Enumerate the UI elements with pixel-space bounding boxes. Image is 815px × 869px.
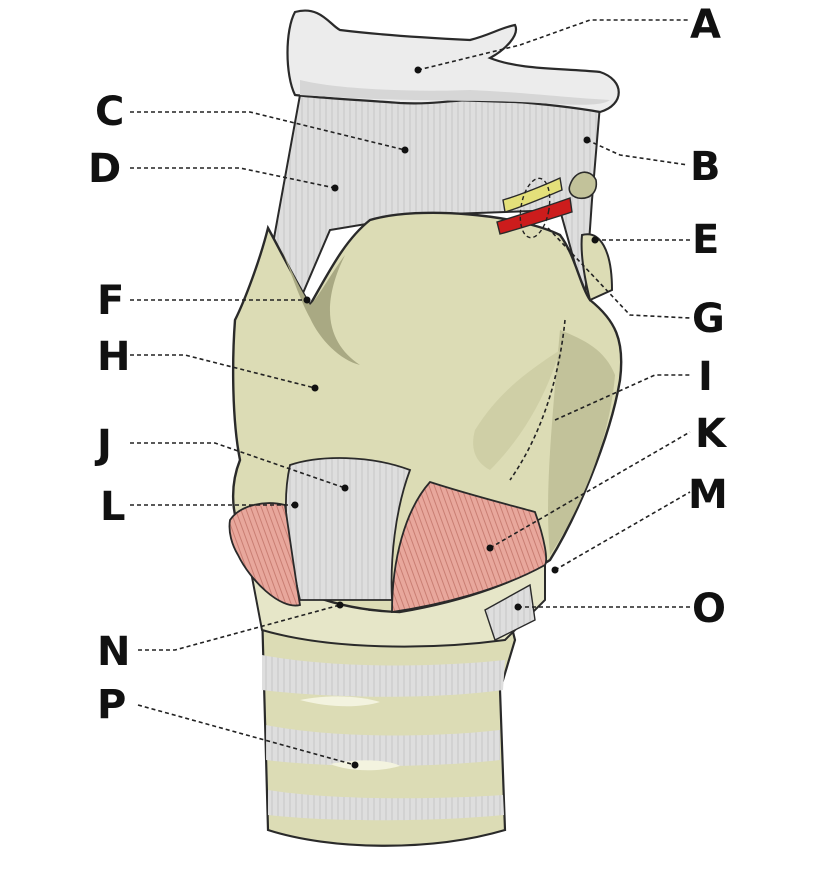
label-n: N bbox=[97, 629, 130, 675]
cricothyroid-ligament bbox=[285, 457, 412, 601]
thyroid-lateral-shade bbox=[548, 330, 615, 555]
lateral-cricothyroid-strip bbox=[484, 583, 536, 641]
label-m: M bbox=[688, 472, 728, 518]
cricothyroid-muscle-left bbox=[228, 502, 302, 607]
cricothyroid-muscle-right bbox=[391, 480, 548, 614]
trachea-ring-gap bbox=[268, 790, 504, 821]
hyoid-shade bbox=[300, 80, 610, 105]
label-a: A bbox=[690, 2, 721, 48]
label-f: F bbox=[97, 278, 124, 324]
trachea-ring-gap bbox=[262, 655, 505, 697]
trachea-ring-gap bbox=[266, 725, 500, 766]
thyroid-oblique-shade bbox=[473, 350, 560, 470]
label-p: P bbox=[97, 682, 126, 728]
label-d: D bbox=[88, 146, 121, 192]
label-e: E bbox=[692, 217, 719, 263]
label-h: H bbox=[97, 334, 130, 380]
cricoid-trachea bbox=[260, 598, 517, 847]
leader-lines bbox=[130, 19, 691, 766]
label-c: C bbox=[95, 89, 124, 135]
trachea-highlight bbox=[300, 696, 380, 707]
thyroid-notch-shade bbox=[278, 240, 360, 365]
label-i: I bbox=[698, 354, 713, 400]
label-j: J bbox=[94, 422, 112, 468]
label-l: L bbox=[100, 484, 126, 530]
label-k: K bbox=[695, 411, 728, 457]
triticeous-cartilage bbox=[568, 171, 598, 200]
superior-laryngeal-nerve bbox=[502, 176, 563, 213]
oblique-line bbox=[509, 319, 566, 481]
superior-laryngeal-artery bbox=[496, 197, 573, 235]
label-o: O bbox=[692, 586, 726, 632]
leader-dots bbox=[291, 66, 599, 769]
neurovascular-foramen-outline bbox=[519, 177, 551, 239]
label-b: B bbox=[690, 144, 721, 190]
label-g: G bbox=[692, 296, 725, 342]
